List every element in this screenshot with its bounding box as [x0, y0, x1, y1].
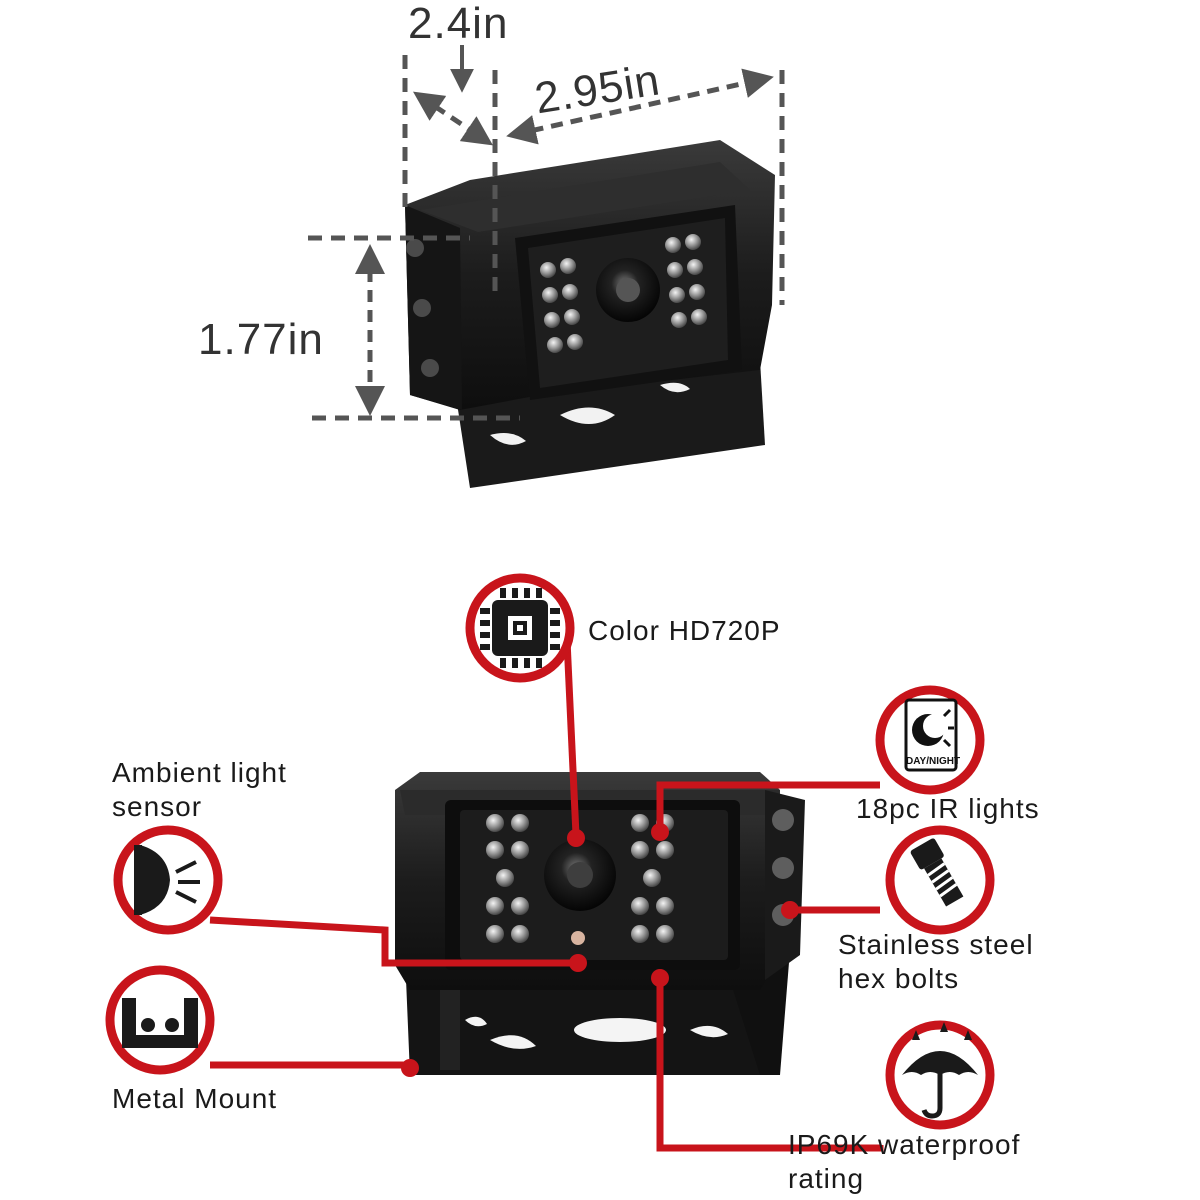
metal-mount-icon	[105, 965, 215, 1075]
callout-lines	[209, 639, 884, 1152]
ambient-light-icon	[113, 825, 223, 935]
waterproof-label: IP69K waterproof rating	[788, 1128, 1020, 1195]
ambient-sensor-label-line1: Ambient light	[112, 757, 287, 788]
sensor-label: Color HD720P	[588, 615, 781, 646]
dimension-lines	[308, 55, 785, 421]
day-night-icon	[875, 685, 985, 795]
ambient-sensor-label: Ambient light sensor	[112, 756, 287, 823]
hex-bolts-label-line2: hex bolts	[838, 962, 960, 994]
day-night-icon-text: DAY/NIGHT	[906, 756, 961, 767]
hex-bolts-label: Stainless steel hex bolts	[838, 928, 1034, 995]
height-dimension-label: 1.77in	[198, 315, 324, 364]
camera-top-image	[405, 140, 775, 488]
chip-icon	[465, 573, 575, 683]
ir-lights-label: 18pc IR lights	[856, 793, 1040, 824]
umbrella-icon	[885, 1020, 995, 1130]
dimension-arrows	[355, 68, 774, 416]
ambient-sensor-label-line2: sensor	[112, 790, 203, 822]
callout-dots	[401, 823, 799, 1077]
metal-mount-label: Metal Mount	[112, 1083, 278, 1114]
waterproof-label-line1: IP69K waterproof	[788, 1129, 1021, 1160]
camera-front-image	[395, 772, 805, 1075]
hex-bolts-label-line1: Stainless steel	[838, 929, 1034, 960]
waterproof-label-line2: rating	[788, 1162, 865, 1194]
hex-bolt-icon	[885, 825, 995, 935]
depth-dimension-label: 2.4in	[408, 0, 509, 48]
